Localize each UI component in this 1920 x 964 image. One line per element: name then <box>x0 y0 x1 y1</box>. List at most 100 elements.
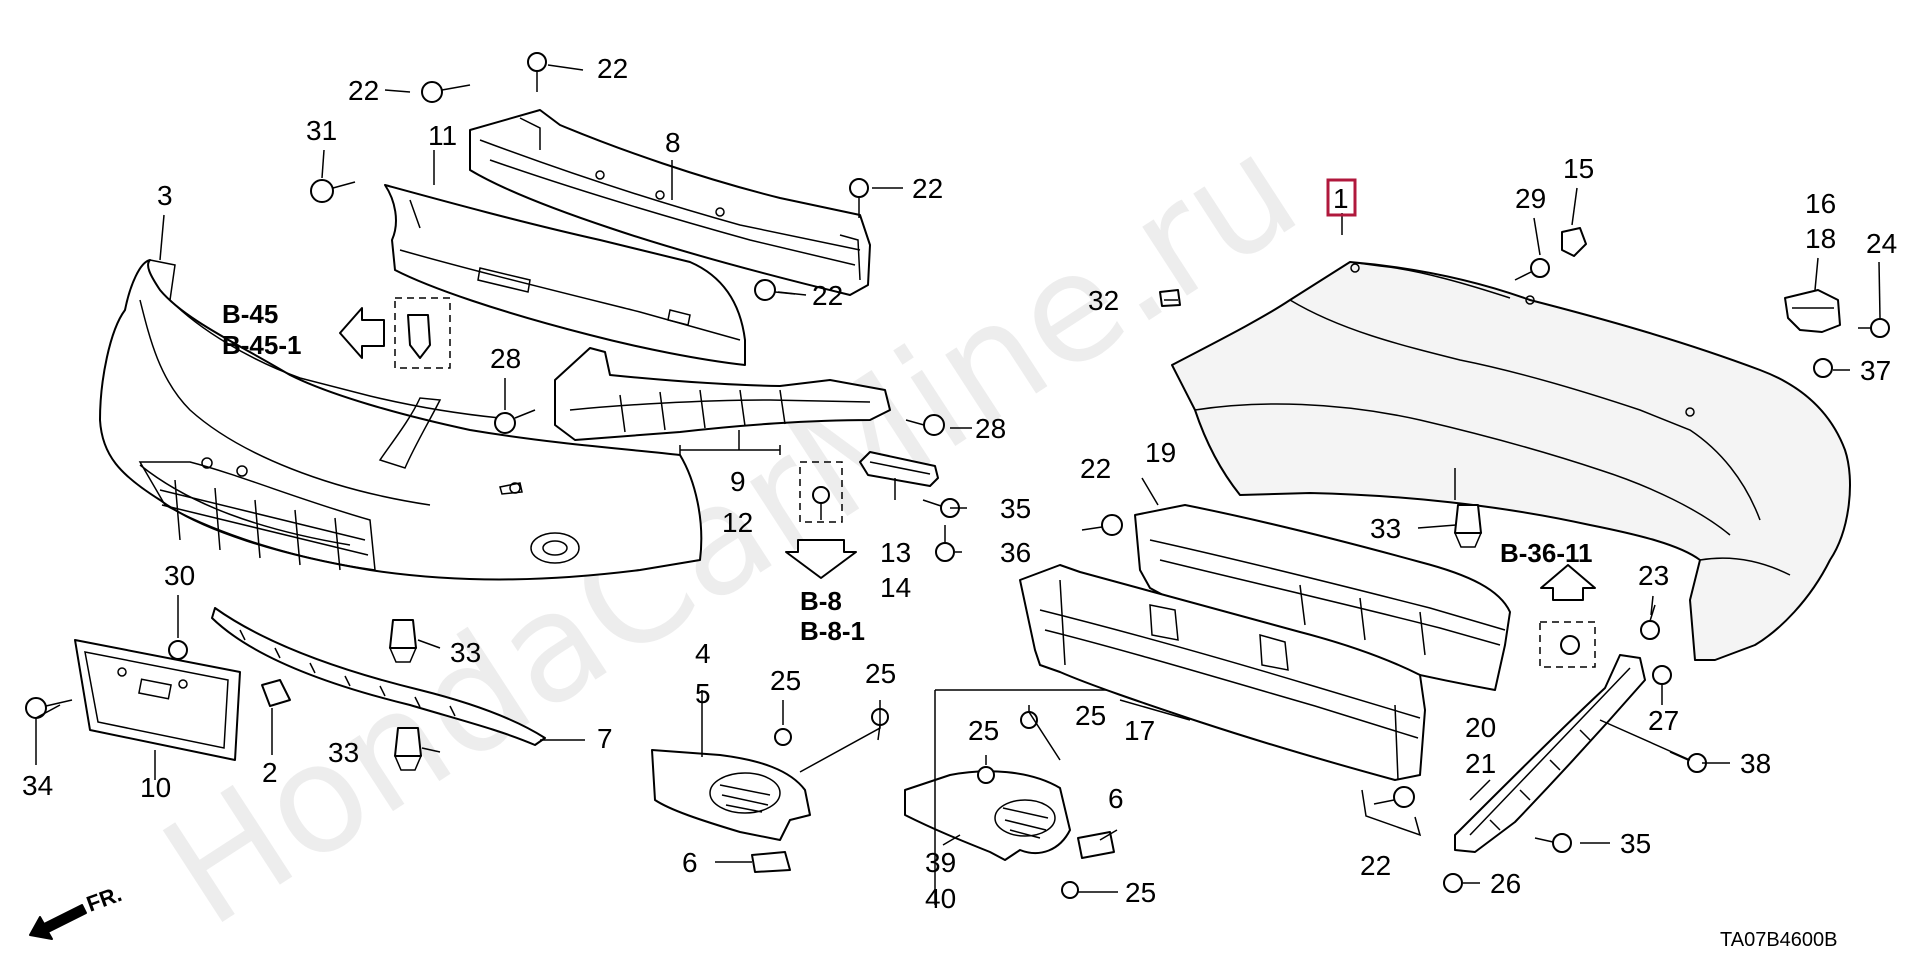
clip-33-a <box>388 619 418 663</box>
rear-side-bracket[interactable] <box>1454 654 1646 853</box>
front-indicator-label: FR. <box>83 881 125 917</box>
front-side-bracket[interactable] <box>859 451 939 487</box>
label-36: 36 <box>1000 537 1031 568</box>
label-10: 10 <box>140 772 171 803</box>
label-33b: 33 <box>328 737 359 768</box>
label-20: 20 <box>1465 712 1496 743</box>
label-22e: 22 <box>1080 453 1111 484</box>
clip-6-a <box>751 851 791 873</box>
bolt-22-a <box>421 81 471 103</box>
label-9: 9 <box>730 466 746 497</box>
label-11: 11 <box>428 120 457 151</box>
clip-32[interactable] <box>1159 289 1181 307</box>
label-25c: 25 <box>968 715 999 746</box>
label-22f: 22 <box>1360 850 1391 881</box>
clip-15[interactable] <box>1561 227 1587 257</box>
label-2: 2 <box>262 757 278 788</box>
label-6a: 6 <box>682 847 698 878</box>
arrow-up-b36 <box>1540 564 1596 601</box>
label-12: 12 <box>722 507 753 538</box>
ref-b45: B-45 <box>222 299 278 329</box>
label-6b: 6 <box>1108 783 1124 814</box>
clip-33-b <box>393 727 423 771</box>
bolt-22-c <box>849 178 869 218</box>
label-33c: 33 <box>1370 513 1401 544</box>
screw-25-a <box>774 728 792 746</box>
fog-housing-right[interactable] <box>904 770 1071 861</box>
label-35a: 35 <box>1000 493 1031 524</box>
screw-38 <box>1669 751 1707 773</box>
ref-b8: B-8 <box>800 586 842 616</box>
rear-bumper-cover[interactable] <box>1171 261 1851 661</box>
label-40: 40 <box>925 883 956 914</box>
bolt-28-b <box>905 414 945 436</box>
label-25b: 25 <box>865 658 896 689</box>
screw-26 <box>1443 873 1463 893</box>
ref-b36-11: B-36-11 <box>1500 538 1593 568</box>
screw-36 <box>935 525 955 562</box>
diagram-code: TA07B4600B <box>1720 929 1838 951</box>
label-21: 21 <box>1465 748 1496 779</box>
ref-b8-1: B-8-1 <box>800 616 865 646</box>
label-5: 5 <box>695 678 711 709</box>
fasteners <box>25 52 1890 899</box>
license-plate-bracket[interactable] <box>74 639 241 761</box>
label-39: 39 <box>925 847 956 878</box>
label-32: 32 <box>1088 285 1119 316</box>
bolt-22-b <box>527 52 547 92</box>
highlight-box-1 <box>1326 178 1357 217</box>
label-17: 17 <box>1124 715 1155 746</box>
clip-2[interactable] <box>261 679 291 707</box>
screw-23 <box>1640 604 1660 640</box>
label-14: 14 <box>880 572 911 603</box>
label-22c: 22 <box>912 173 943 204</box>
ref-box-b45 <box>394 297 451 369</box>
nut-30 <box>168 640 188 660</box>
label-19: 19 <box>1145 437 1176 468</box>
label-18: 18 <box>1805 223 1836 254</box>
label-3: 3 <box>157 180 173 211</box>
label-34: 34 <box>22 770 53 801</box>
label-29: 29 <box>1515 183 1546 214</box>
front-bracket-9-12[interactable] <box>554 347 891 441</box>
clip-6-b <box>1077 831 1115 859</box>
label-26: 26 <box>1490 868 1521 899</box>
part-labels: 3 22 22 31 11 8 22 22 B-45 B-45-1 28 28 … <box>22 53 1897 951</box>
label-25a: 25 <box>770 665 801 696</box>
label-25d: 25 <box>1075 700 1106 731</box>
label-1: 1 <box>1333 183 1349 214</box>
clip-33-c <box>1453 504 1483 548</box>
label-22b: 22 <box>597 53 628 84</box>
label-35b: 35 <box>1620 828 1651 859</box>
label-22d: 22 <box>812 280 843 311</box>
label-13: 13 <box>880 537 911 568</box>
leader-lines <box>35 64 1881 893</box>
fog-housing-left[interactable] <box>651 749 811 841</box>
label-28a: 28 <box>490 343 521 374</box>
label-33a: 33 <box>450 637 481 668</box>
label-27: 27 <box>1648 705 1679 736</box>
label-4: 4 <box>695 638 711 669</box>
ref-box-b8 <box>799 461 843 523</box>
clip-b45 <box>407 314 431 359</box>
bolt-31 <box>310 179 356 203</box>
arrow-left-b45 <box>339 307 385 359</box>
screw-25-e <box>1061 881 1079 899</box>
bolt-24 <box>1858 318 1890 338</box>
front-lower-spoiler[interactable] <box>211 607 546 746</box>
label-24: 24 <box>1866 228 1897 259</box>
rear-beam[interactable] <box>1019 564 1426 781</box>
front-absorber[interactable] <box>384 184 746 366</box>
nut-37 <box>1813 358 1833 378</box>
bolt-34 <box>25 697 73 719</box>
front-bumper-face[interactable] <box>99 259 703 581</box>
label-37: 37 <box>1860 355 1891 386</box>
label-30: 30 <box>164 560 195 591</box>
ref-box-b36 <box>1539 621 1596 668</box>
bolt-28-a <box>494 409 536 434</box>
screw-35-b <box>1534 833 1572 853</box>
front-upper-beam[interactable] <box>469 109 871 296</box>
rear-retainer[interactable] <box>1784 289 1841 333</box>
